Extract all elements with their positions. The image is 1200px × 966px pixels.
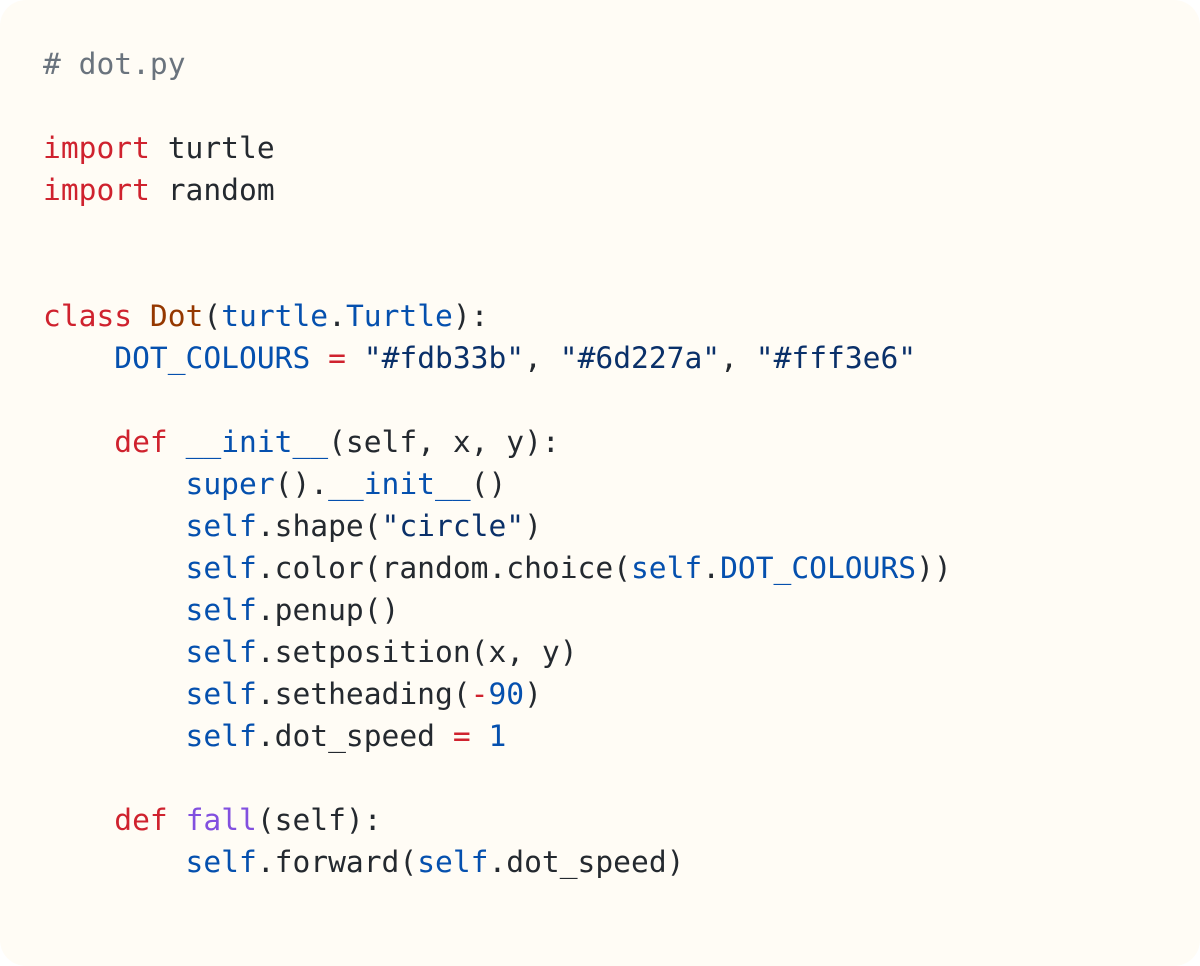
code-line-2: [43, 85, 952, 127]
code-line-14: self.penup(): [185, 593, 400, 627]
base-class: Turtle: [345, 299, 453, 333]
code-line-10: def __init__(self, x, y):: [114, 425, 560, 459]
self: self: [185, 593, 257, 627]
string: "#6d227a": [559, 341, 721, 375]
code-line-8: DOT_COLOURS = "#fdb33b", "#6d227a", "#ff…: [114, 341, 917, 375]
keyword-class: class: [43, 299, 133, 333]
self: self: [630, 551, 703, 585]
operator: -: [470, 677, 489, 711]
code-line-18: [43, 757, 952, 799]
method-name: __init__: [328, 467, 471, 501]
operator: =: [328, 341, 346, 375]
code-line-9: [43, 379, 952, 421]
builtin: super: [185, 467, 275, 501]
keyword-import: import: [43, 173, 150, 207]
code-line-7: class Dot(turtle.Turtle):: [43, 299, 489, 333]
base-module: turtle: [221, 299, 329, 333]
code-line-13: self.color(random.choice(self.DOT_COLOUR…: [185, 551, 952, 585]
constant: DOT_COLOURS: [114, 341, 311, 375]
class-name: Dot: [149, 299, 204, 333]
code-line-1: # dot.py: [43, 43, 952, 85]
keyword-import: import: [43, 131, 150, 165]
code-line-5: [43, 211, 952, 253]
string: "#fff3e6": [755, 341, 917, 375]
code-line-19: def fall(self):: [114, 803, 382, 837]
self: self: [417, 845, 489, 879]
code-line-17: self.dot_speed = 1: [185, 719, 507, 753]
string: "#fdb33b": [363, 341, 525, 375]
code-line-20: self.forward(self.dot_speed): [185, 845, 685, 879]
constant: DOT_COLOURS: [720, 551, 917, 585]
self: self: [185, 677, 257, 711]
code-line-6: [43, 253, 952, 295]
code-line-12: self.shape("circle"): [185, 509, 542, 543]
self: self: [185, 509, 257, 543]
function-name: fall: [185, 803, 257, 837]
code-line-16: self.setheading(-90): [185, 677, 542, 711]
function-name: __init__: [185, 425, 329, 459]
code-line-3: import turtle: [43, 127, 952, 169]
string: "circle": [381, 509, 525, 543]
code-line-15: self.setposition(x, y): [185, 635, 578, 669]
self: self: [185, 845, 257, 879]
code-line-4: import random: [43, 169, 952, 211]
self: self: [185, 635, 257, 669]
comment: # dot.py: [43, 47, 186, 81]
self: self: [185, 719, 257, 753]
number: 1: [488, 719, 507, 753]
module-name: random: [167, 173, 275, 207]
module-name: turtle: [167, 131, 275, 165]
keyword-def: def: [114, 425, 168, 459]
number: 90: [488, 677, 525, 711]
self: self: [185, 551, 257, 585]
code-line-11: super().__init__(): [185, 467, 507, 501]
operator: =: [452, 719, 471, 753]
keyword-def: def: [114, 803, 168, 837]
